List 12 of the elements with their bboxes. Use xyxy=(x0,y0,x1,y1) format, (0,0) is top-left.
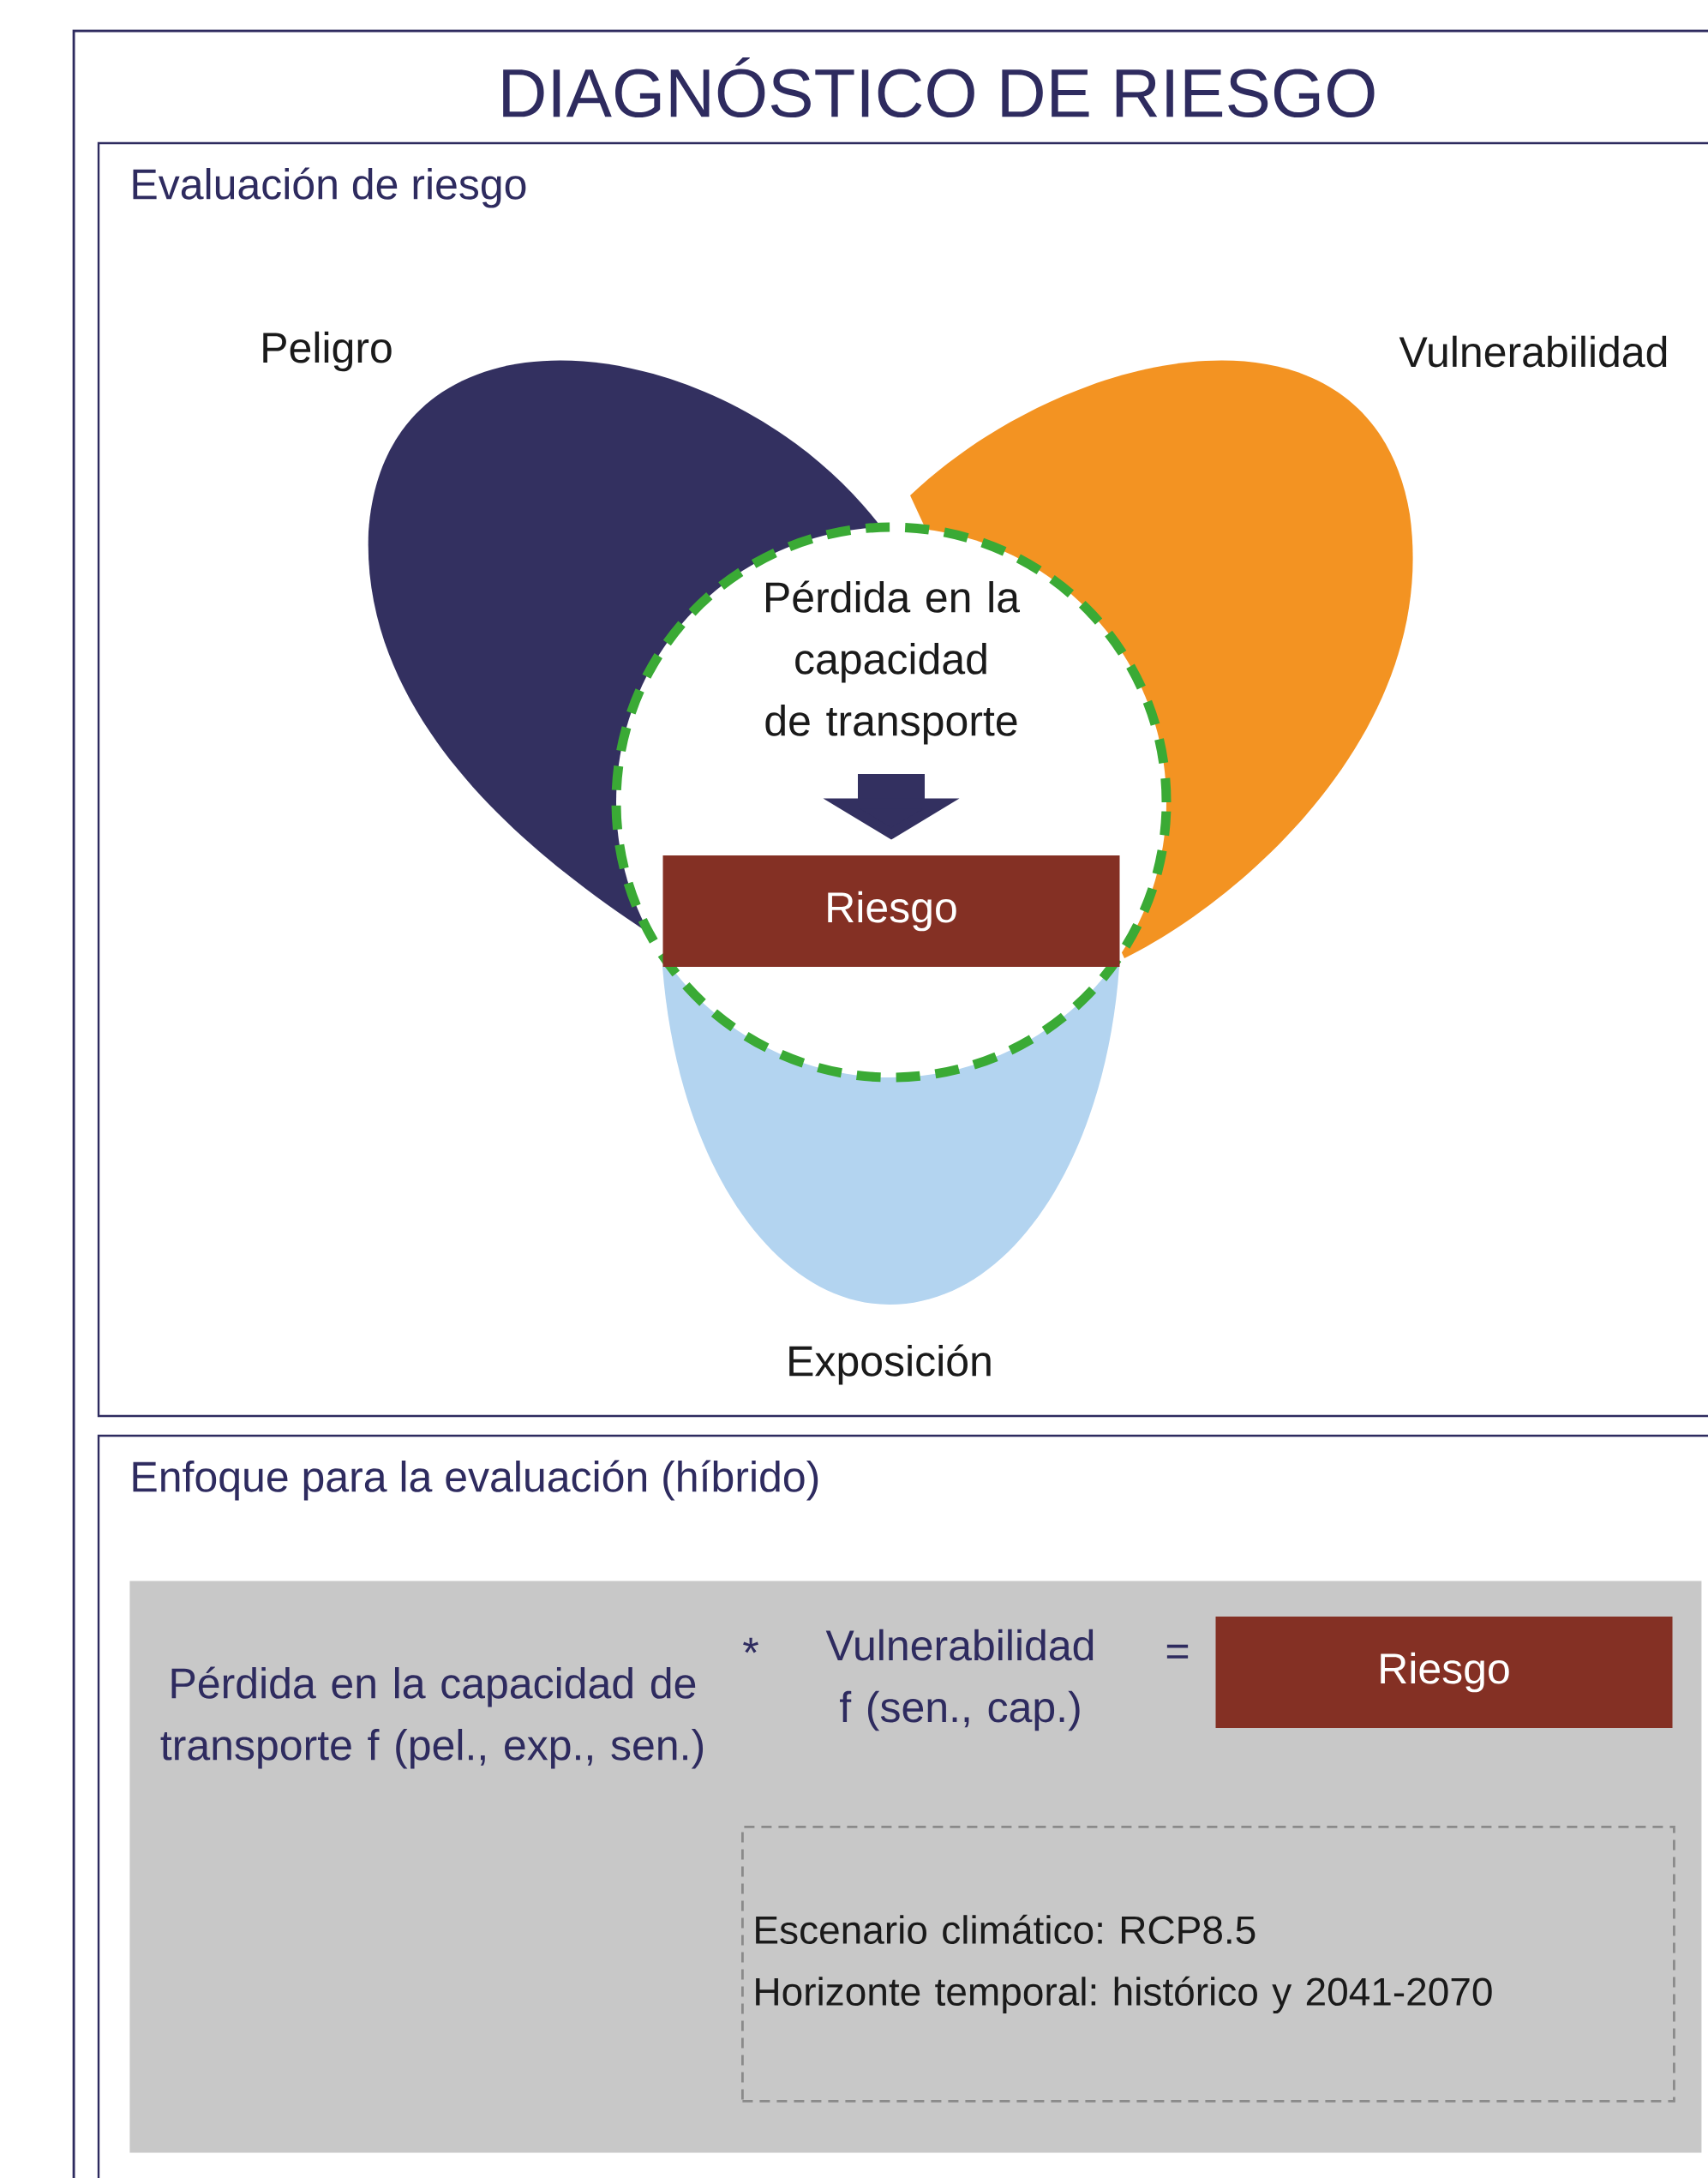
risk-box: Riesgo xyxy=(1215,1617,1673,1728)
formula-text: Vulnerabilidad f (sen., cap.) xyxy=(825,1629,1094,1731)
node-text: Pérdida en la capacidad de transporte xyxy=(765,580,1021,745)
dashed-box: Escenario climático: RCP8.5 Horizonte temporal: histórico y 2041-2070 xyxy=(741,1826,1675,2103)
node-label: Exposición xyxy=(789,1344,991,1385)
title: DIAGNÓSTICO DE RIESGO xyxy=(503,57,1375,118)
node-label: Vulnerabilidad xyxy=(1399,335,1667,368)
operator-symbol: * xyxy=(743,1637,758,1653)
risk-box: Riesgo xyxy=(662,855,1120,967)
formula-panel xyxy=(129,1581,1702,2153)
formula-text: Pérdida en la capacidad de transporte f (pel., exp., sen.) xyxy=(160,1666,704,1769)
node-label: Peligro xyxy=(263,331,392,372)
